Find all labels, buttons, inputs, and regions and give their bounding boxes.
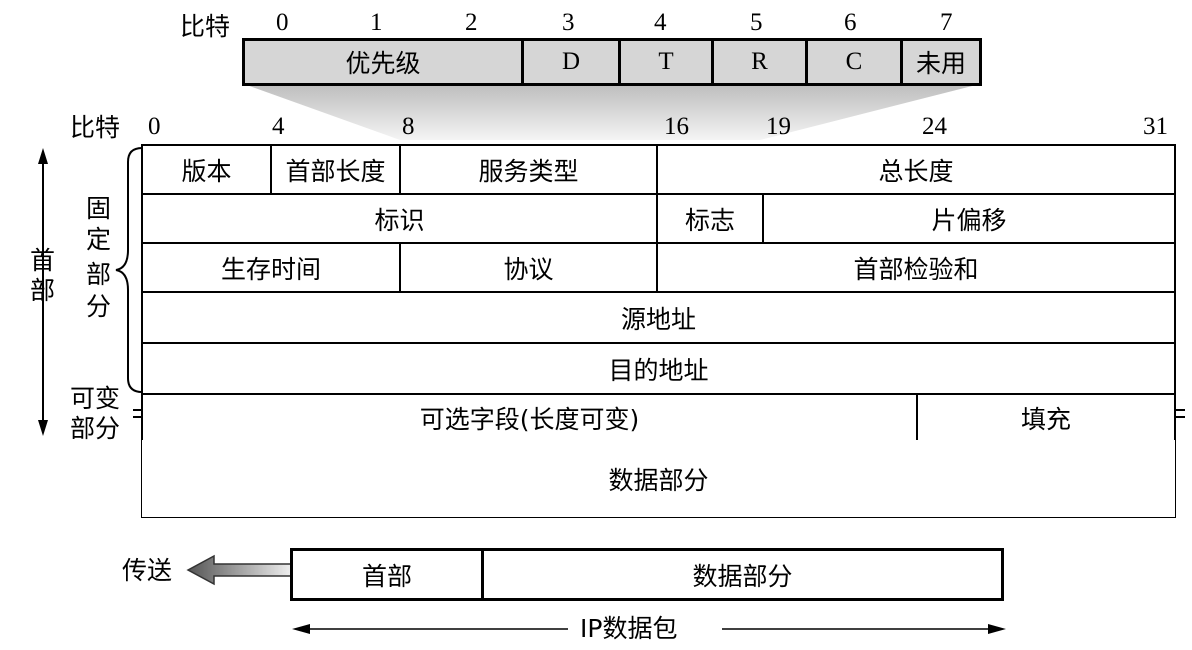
field-identification: 标识	[141, 193, 658, 244]
tos-r: R	[711, 38, 808, 86]
field-source-address: 源地址	[141, 291, 1176, 344]
packet-span-arrow-left	[292, 624, 310, 634]
tos-bit-3: 3	[562, 9, 575, 36]
variable-part-line-1: 可变	[70, 384, 121, 413]
packet-header: 首部	[290, 548, 484, 601]
header-bit-4: 4	[272, 113, 285, 140]
field-protocol: 协议	[399, 242, 658, 293]
field-options: 可选字段(长度可变)	[141, 393, 918, 442]
field-type-of-service: 服务类型	[399, 144, 658, 195]
header-bit-31: 31	[1143, 113, 1168, 140]
variable-part-line-2: 部分	[70, 414, 121, 443]
packet-caption: IP数据包	[580, 614, 678, 643]
header-bit-title: 比特	[70, 113, 121, 142]
tos-bit-1: 1	[370, 9, 383, 36]
tos-unused: 未用	[900, 38, 982, 86]
packet-span-arrow-right	[988, 624, 1006, 634]
field-flags: 标志	[656, 193, 764, 244]
tos-precedence: 优先级	[242, 38, 524, 86]
tos-t: T	[618, 38, 714, 86]
tos-bit-7: 7	[940, 9, 953, 36]
field-padding: 填充	[916, 393, 1176, 442]
field-fragment-offset: 片偏移	[762, 193, 1176, 244]
tos-d: D	[521, 38, 621, 86]
header-bit-24: 24	[922, 113, 947, 140]
header-bit-16: 16	[664, 113, 689, 140]
tos-c: C	[805, 38, 903, 86]
field-version: 版本	[141, 144, 272, 195]
side-header-char-1: 首部	[30, 246, 56, 305]
header-arrow-up	[38, 148, 48, 164]
fixed-char-4: 分	[86, 292, 112, 321]
tos-bit-4: 4	[654, 9, 667, 36]
send-arrow	[186, 554, 293, 586]
field-header-checksum: 首部检验和	[656, 242, 1176, 293]
field-header-length: 首部长度	[270, 144, 401, 195]
fixed-char-1: 固	[86, 194, 112, 223]
header-bit-0: 0	[148, 113, 161, 140]
header-arrow-down	[38, 420, 48, 436]
fixed-part-brace	[115, 147, 143, 393]
packet-data: 数据部分	[481, 548, 1004, 601]
field-ttl: 生存时间	[141, 242, 401, 293]
tos-bit-6: 6	[844, 9, 857, 36]
header-bit-8: 8	[402, 113, 415, 140]
tos-bit-0: 0	[276, 9, 289, 36]
field-data-part: 数据部分	[141, 440, 1176, 518]
send-label: 传送	[122, 556, 173, 585]
tos-bit-2: 2	[465, 9, 478, 36]
header-bit-19: 19	[766, 113, 791, 140]
field-total-length: 总长度	[656, 144, 1176, 195]
tos-projection	[244, 84, 980, 140]
field-destination-address: 目的地址	[141, 342, 1176, 395]
fixed-char-2: 定	[86, 225, 112, 254]
fixed-char-3: 部	[86, 260, 112, 289]
tos-bit-title: 比特	[180, 12, 231, 41]
tos-bit-5: 5	[750, 9, 763, 36]
